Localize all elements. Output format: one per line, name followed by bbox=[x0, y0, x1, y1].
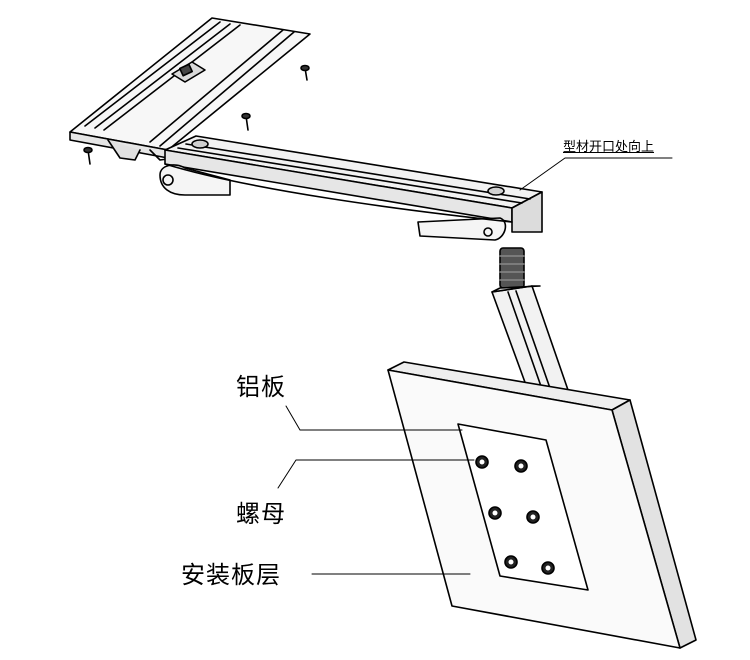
vertical-pole bbox=[491, 247, 569, 397]
nut-icon bbox=[514, 459, 528, 473]
nut-icon bbox=[541, 561, 555, 575]
label-mounting-board-layer: 安装板层 bbox=[181, 561, 281, 589]
leader-top bbox=[519, 157, 673, 191]
nuts bbox=[475, 455, 555, 575]
aluminum-rail bbox=[69, 17, 311, 161]
nut-icon bbox=[526, 510, 540, 524]
nut-icon bbox=[488, 506, 502, 520]
label-aluminum-plate: 铝板 bbox=[236, 373, 286, 401]
screw-icon bbox=[83, 146, 93, 165]
nut-icon bbox=[475, 455, 489, 469]
leader-nut bbox=[277, 459, 475, 489]
screw-icon bbox=[241, 112, 251, 131]
horizontal-arm bbox=[159, 135, 543, 241]
leader-lines bbox=[277, 157, 673, 575]
screw-icon bbox=[300, 64, 310, 81]
leader-aluminum-plate bbox=[285, 405, 463, 431]
nut-icon bbox=[504, 555, 518, 569]
mounting-board bbox=[387, 361, 697, 649]
label-nut: 螺母 bbox=[236, 500, 286, 528]
label-profile-opening-up: 型材开口处向上 bbox=[563, 140, 655, 155]
